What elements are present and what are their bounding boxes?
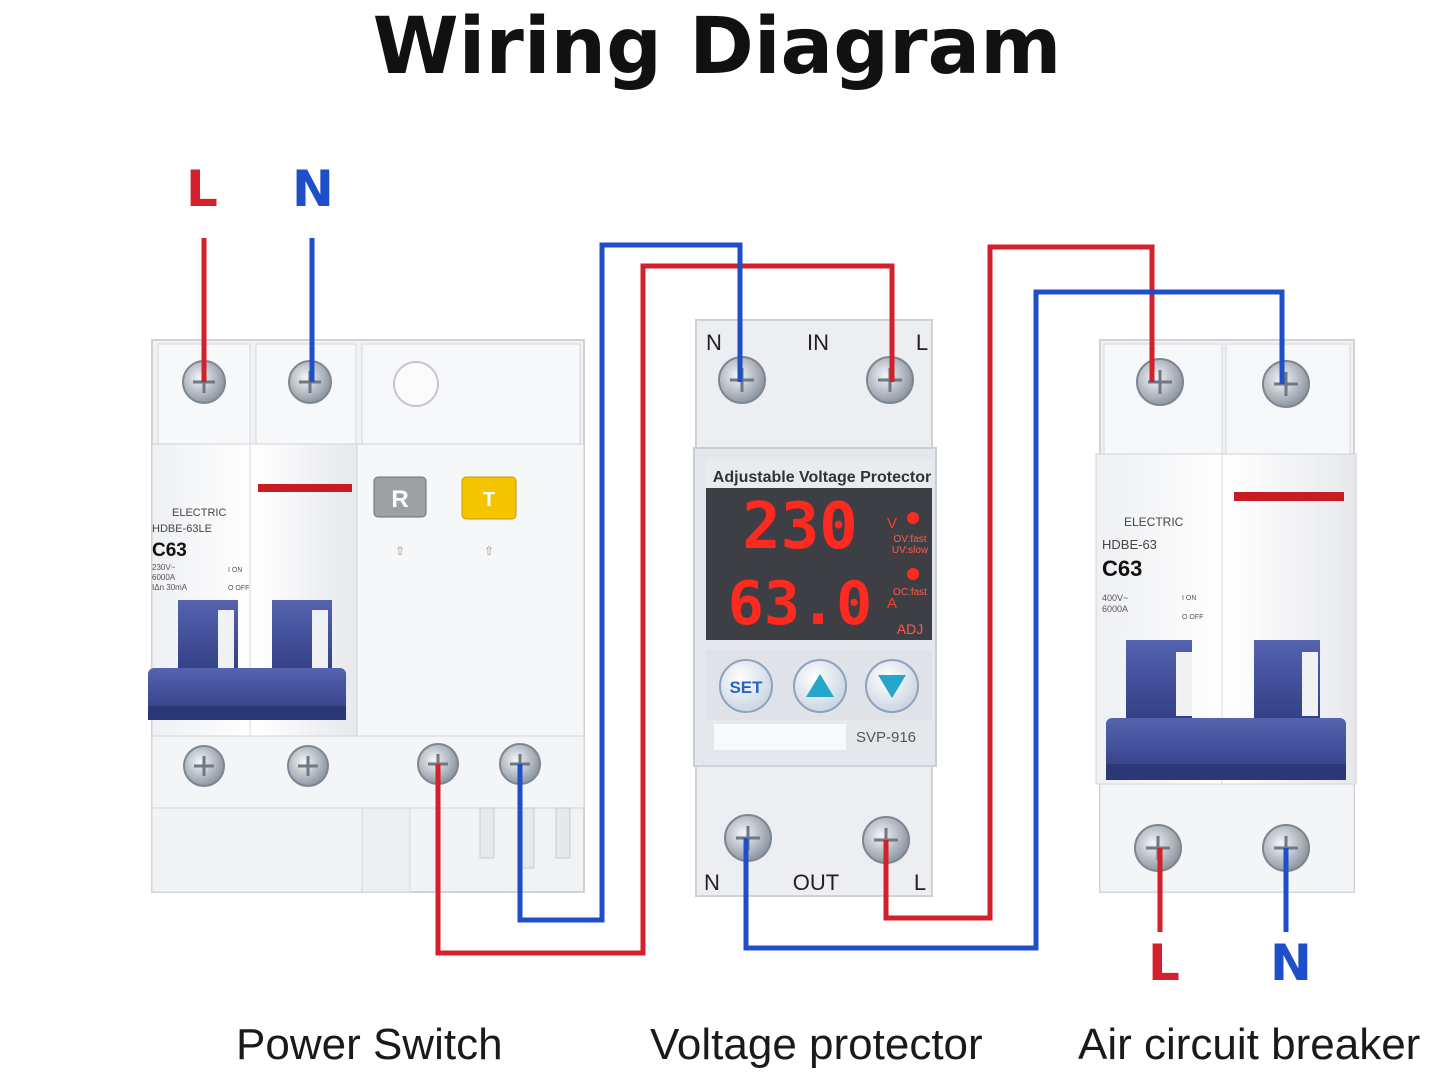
power-switch-screw-bot-1	[183, 745, 225, 787]
air-breaker-brand: ELECTRIC	[1124, 515, 1184, 529]
voltage-mode-1: OV:fast	[894, 534, 927, 545]
power-switch-spec-2: 6000A	[152, 573, 176, 582]
power-switch-on-label: I ON	[228, 567, 242, 574]
power-switch-model: HDBE-63LE	[152, 523, 212, 535]
caption-air-breaker: Air circuit breaker	[1078, 1020, 1421, 1069]
air-breaker-screw-top-l	[1136, 358, 1184, 406]
up-arrow-icon	[806, 674, 834, 697]
protector-display-panel	[706, 460, 932, 640]
input-neutral-label: N	[292, 160, 334, 218]
voltage-mode-2: UV:slow	[892, 545, 929, 556]
down-arrow-icon	[878, 675, 906, 698]
power-switch-rating: C63	[152, 540, 187, 561]
set-button[interactable]: SET	[719, 659, 773, 713]
output-live-label: L	[1148, 934, 1180, 992]
test-button-label: T	[483, 489, 495, 511]
power-switch-lever[interactable]	[148, 600, 346, 720]
protector-in-label: IN	[807, 330, 829, 355]
current-unit: A	[887, 595, 897, 612]
wire-protector-to-breaker-live	[883, 244, 1155, 921]
power-switch-spec-3: IΔn 30mA	[152, 583, 188, 592]
adj-label: ADJ	[897, 621, 923, 637]
protector-model: SVP-916	[856, 729, 916, 746]
diagram-title: Wiring Diagram	[372, 2, 1062, 92]
air-breaker-spec-1: 400V~	[1102, 593, 1128, 603]
wire-protector-to-breaker-neutral	[743, 289, 1285, 951]
air-breaker-lever[interactable]	[1106, 640, 1346, 780]
power-switch-screw-bot-2	[287, 745, 329, 787]
voltage-unit: V	[887, 515, 897, 532]
reset-button-label: R	[391, 486, 408, 513]
protector-out-l-label: L	[914, 870, 926, 895]
power-switch-spec-1: 230V~	[152, 563, 176, 572]
current-led-icon	[907, 568, 919, 580]
air-breaker-device: ELECTRIC HDBE-63 C63 400V~ 6000A I ON O …	[1095, 339, 1357, 893]
test-arrow-icon: ⇧	[484, 544, 494, 558]
current-mode: OC:fast	[893, 587, 927, 598]
input-live-label: L	[186, 160, 218, 218]
power-switch-brand: ELECTRIC	[172, 507, 226, 519]
protector-out-n-label: N	[704, 870, 720, 895]
wire-switch-to-protector-neutral	[517, 242, 743, 923]
set-button-label: SET	[729, 678, 763, 697]
reset-arrow-icon: ⇧	[395, 544, 405, 558]
air-breaker-model: HDBE-63	[1102, 537, 1157, 552]
air-breaker-off-label: O OFF	[1182, 614, 1203, 621]
up-button[interactable]	[793, 659, 847, 713]
air-breaker-indicator	[1234, 492, 1344, 501]
protector-out-label: OUT	[793, 870, 839, 895]
voltage-reading: 230	[742, 490, 858, 564]
caption-power-switch: Power Switch	[236, 1020, 503, 1069]
output-neutral-label: N	[1270, 934, 1312, 992]
power-switch-device: R T ⇧ ⇧ ELECTRIC HDBE-63LE C63 230V~ 600…	[148, 339, 585, 893]
power-switch-indicator	[258, 484, 352, 492]
air-breaker-spec-2: 6000A	[1102, 604, 1128, 614]
protector-in-n-label: N	[706, 330, 722, 355]
wire-switch-to-protector-live	[435, 263, 895, 956]
protector-panel-title: Adjustable Voltage Protector	[713, 469, 931, 486]
voltage-protector-device: N IN L N OUT L Adjustable Voltage Protec…	[693, 319, 937, 897]
protector-in-l-label: L	[916, 330, 928, 355]
power-switch-test-button[interactable]: T	[461, 476, 517, 520]
air-breaker-rating: C63	[1102, 556, 1142, 581]
voltage-led-icon	[907, 512, 919, 524]
air-breaker-on-label: I ON	[1182, 595, 1196, 602]
down-button[interactable]	[865, 659, 919, 713]
power-switch-off-label: O OFF	[228, 585, 249, 592]
power-switch-reset-button[interactable]: R	[373, 476, 427, 518]
caption-voltage-protector: Voltage protector	[650, 1020, 983, 1069]
air-breaker-screw-top-n	[1262, 360, 1310, 408]
current-reading: 63.0	[728, 569, 873, 639]
